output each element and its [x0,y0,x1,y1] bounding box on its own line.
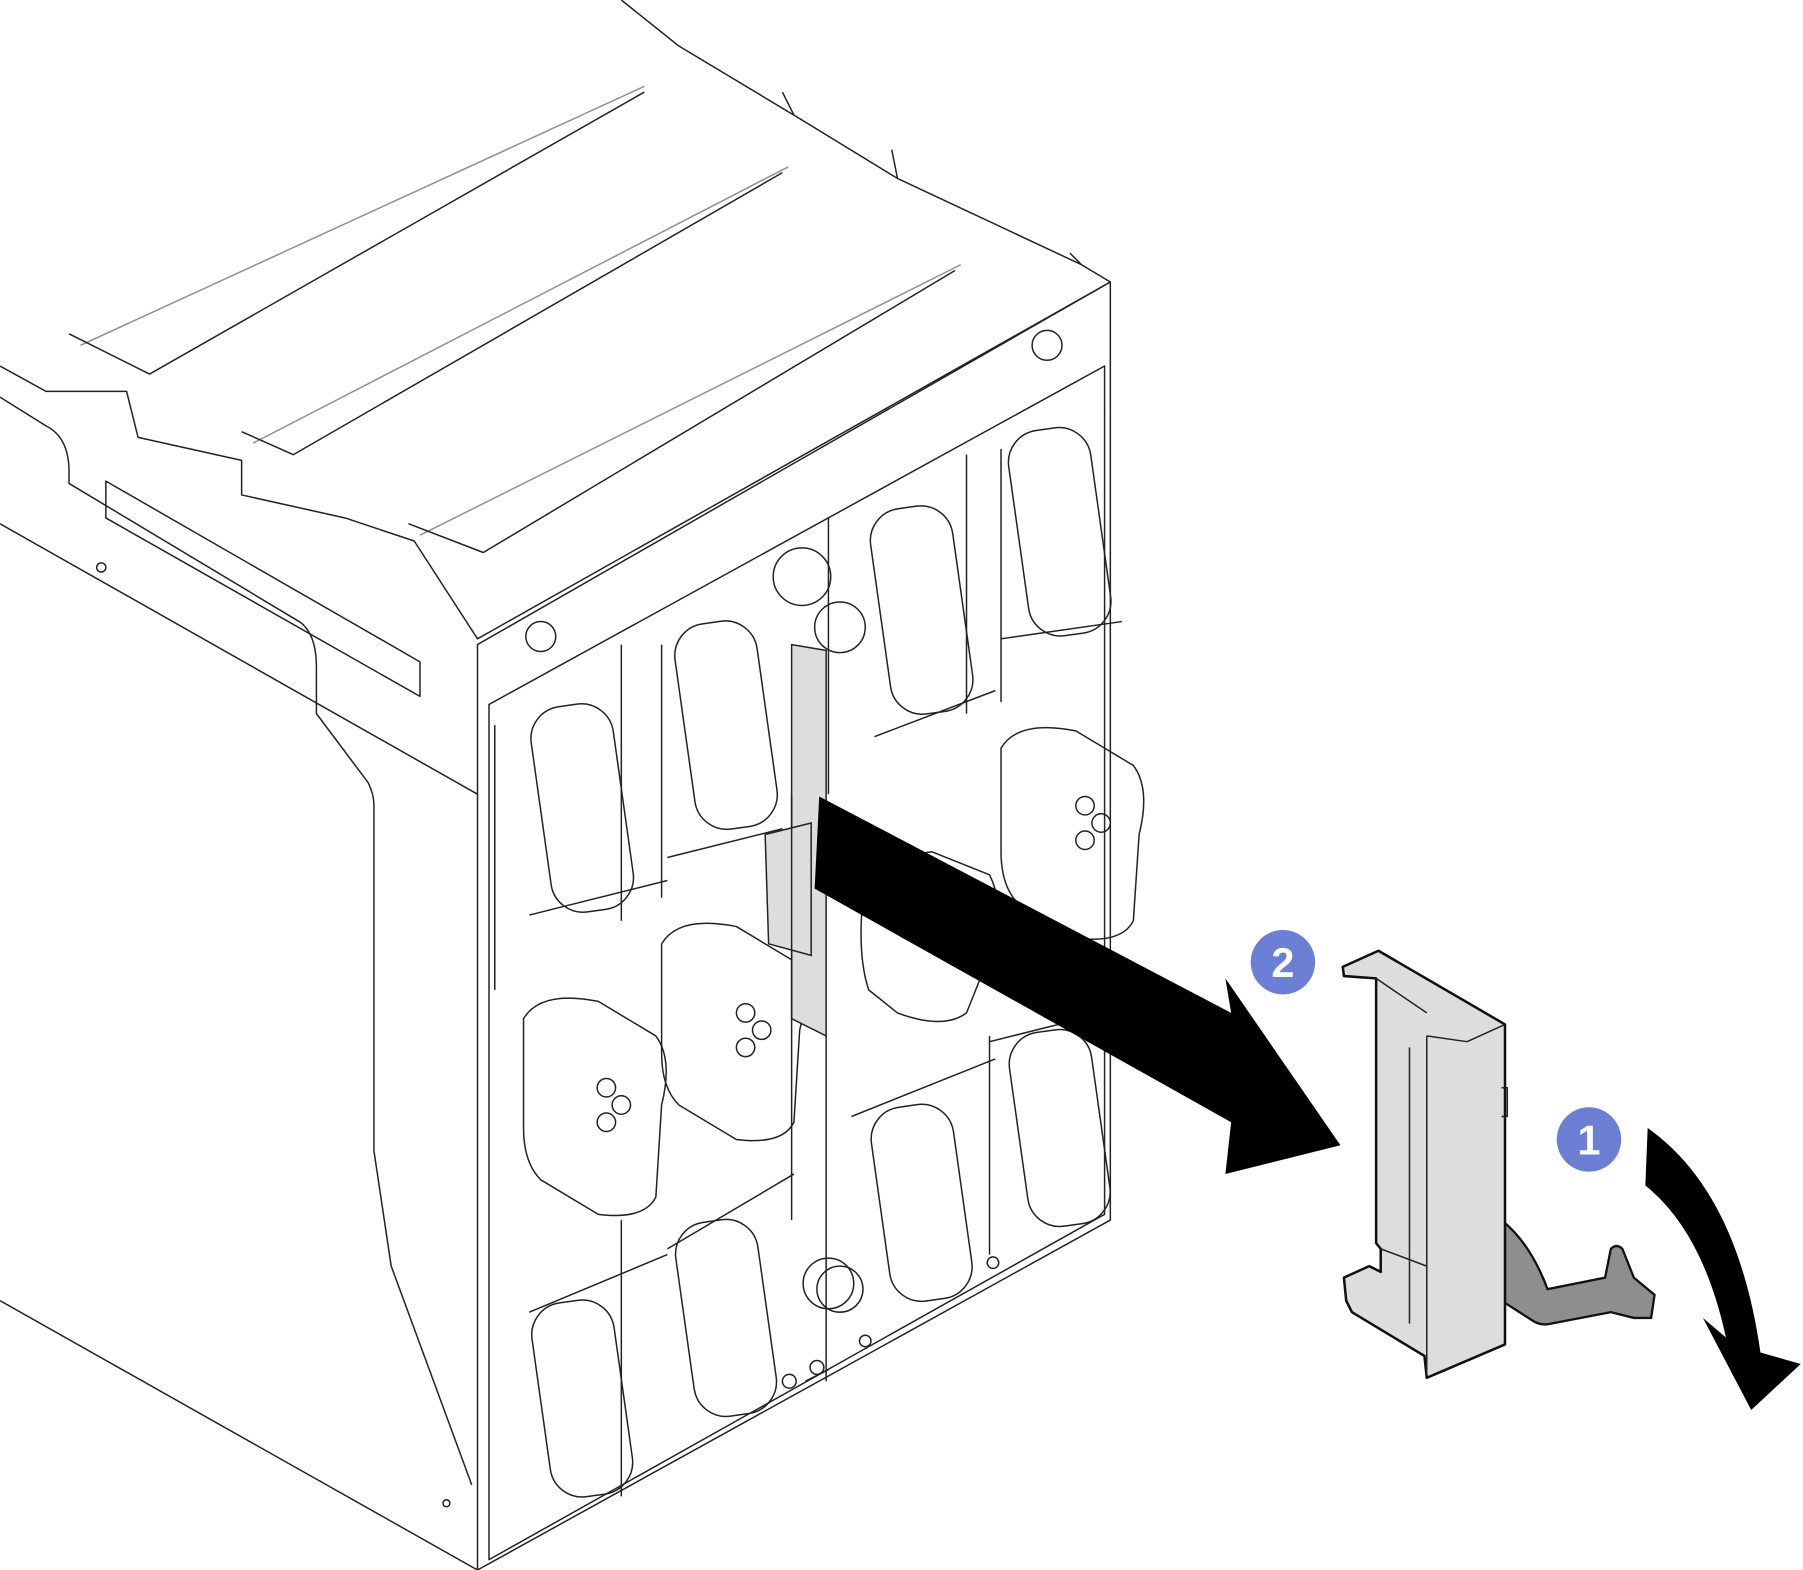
fan-filler [1341,949,1656,1380]
rotate-latch-arrow [1645,1128,1801,1411]
empty-bay-rail-lower [764,822,812,957]
chassis-left-side [0,396,478,1570]
callout-2: 2 [1250,930,1316,995]
svg-text:1: 1 [1577,1117,1600,1163]
chassis [0,0,1145,1570]
latch-arm [1500,1217,1656,1326]
svg-text:2: 2 [1271,940,1294,986]
callout-1: 1 [1556,1107,1622,1172]
fan-bays [494,426,1145,1498]
chassis-top-cover [0,0,1112,640]
chassis-front-frame [476,281,1112,1570]
remove-direction-arrow [814,796,1341,1175]
